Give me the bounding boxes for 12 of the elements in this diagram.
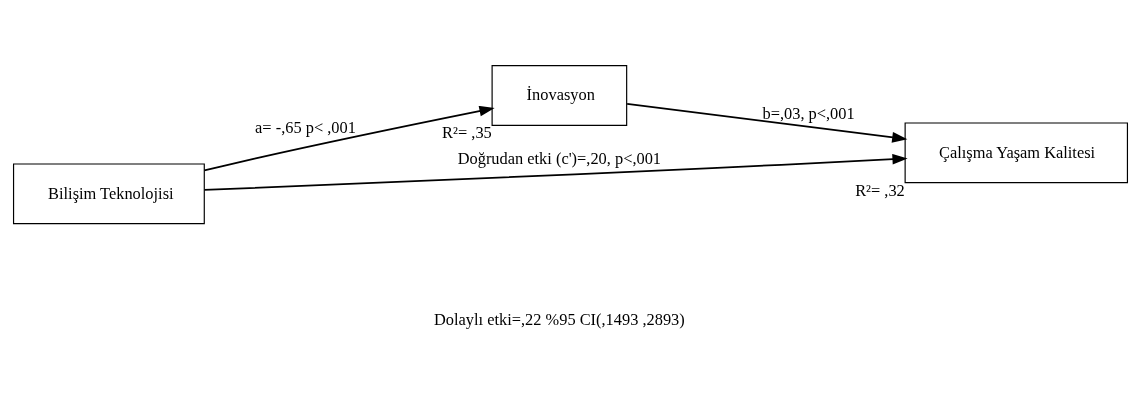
node-label: R²= ,32 <box>855 180 905 200</box>
edge-label: b=,03, p<,001 <box>762 103 855 123</box>
label: Dolaylı etki=,22 %95 CI(,1493 ,2893) <box>434 308 685 328</box>
node-box: Bilişim Teknolojisi <box>12 162 205 224</box>
edge-label: a= -,65 p< ,001 <box>255 117 356 137</box>
arrow <box>626 102 908 143</box>
node-label: R²= ,35 <box>442 122 492 142</box>
node-box: Çalışma Yaşam Kalitesi <box>904 121 1129 183</box>
edge-label: Doğrudan etki (c')=,20, p<,001 <box>457 148 662 168</box>
node-box: İnovasyon <box>491 64 628 126</box>
arrow <box>203 105 495 171</box>
arrow <box>203 153 908 191</box>
